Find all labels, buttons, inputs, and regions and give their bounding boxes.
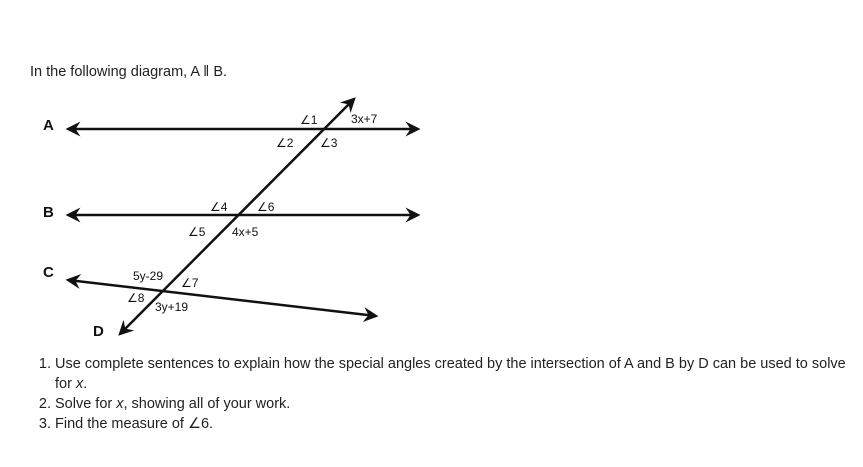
question-text: Solve for (55, 396, 117, 412)
question-text: Use complete sentences to explain how th… (55, 356, 846, 392)
angle-6: ∠6 (257, 200, 275, 214)
angle-1: ∠1 (300, 113, 318, 127)
question-variable: x (75, 376, 84, 392)
question-end: . (83, 376, 88, 392)
angle-4: ∠4 (210, 200, 228, 214)
angle-1-expression: 3x+7 (351, 112, 378, 126)
question-item: Solve for x, showing all of your work. (55, 394, 863, 414)
question-item: Find the measure of ∠6. (55, 414, 863, 434)
label-a: A (43, 117, 54, 134)
intro-text: In the following diagram, A ǁ B. (30, 64, 228, 80)
angle-8: ∠8 (127, 291, 145, 305)
angle-7: ∠7 (181, 276, 199, 290)
angle-4x5-expression: 4x+5 (232, 225, 259, 239)
label-c: C (43, 264, 54, 281)
line-d-transversal (118, 97, 356, 336)
question-end: , showing all of your work. (123, 396, 291, 412)
label-d: D (93, 323, 104, 340)
question-variable: x (116, 396, 124, 412)
line-c (65, 274, 379, 322)
angle-3y19-expression: 3y+19 (155, 300, 188, 314)
question-item: Use complete sentences to explain how th… (55, 354, 863, 394)
angle-3: ∠3 (320, 136, 338, 150)
angle-5y29-expression: 5y-29 (133, 269, 163, 283)
angle-5: ∠5 (188, 225, 206, 239)
question-text: Find the measure of ∠6. (55, 416, 214, 432)
angle-2: ∠2 (276, 136, 294, 150)
label-b: B (43, 204, 54, 221)
question-list: Use complete sentences to explain how th… (12, 354, 863, 434)
